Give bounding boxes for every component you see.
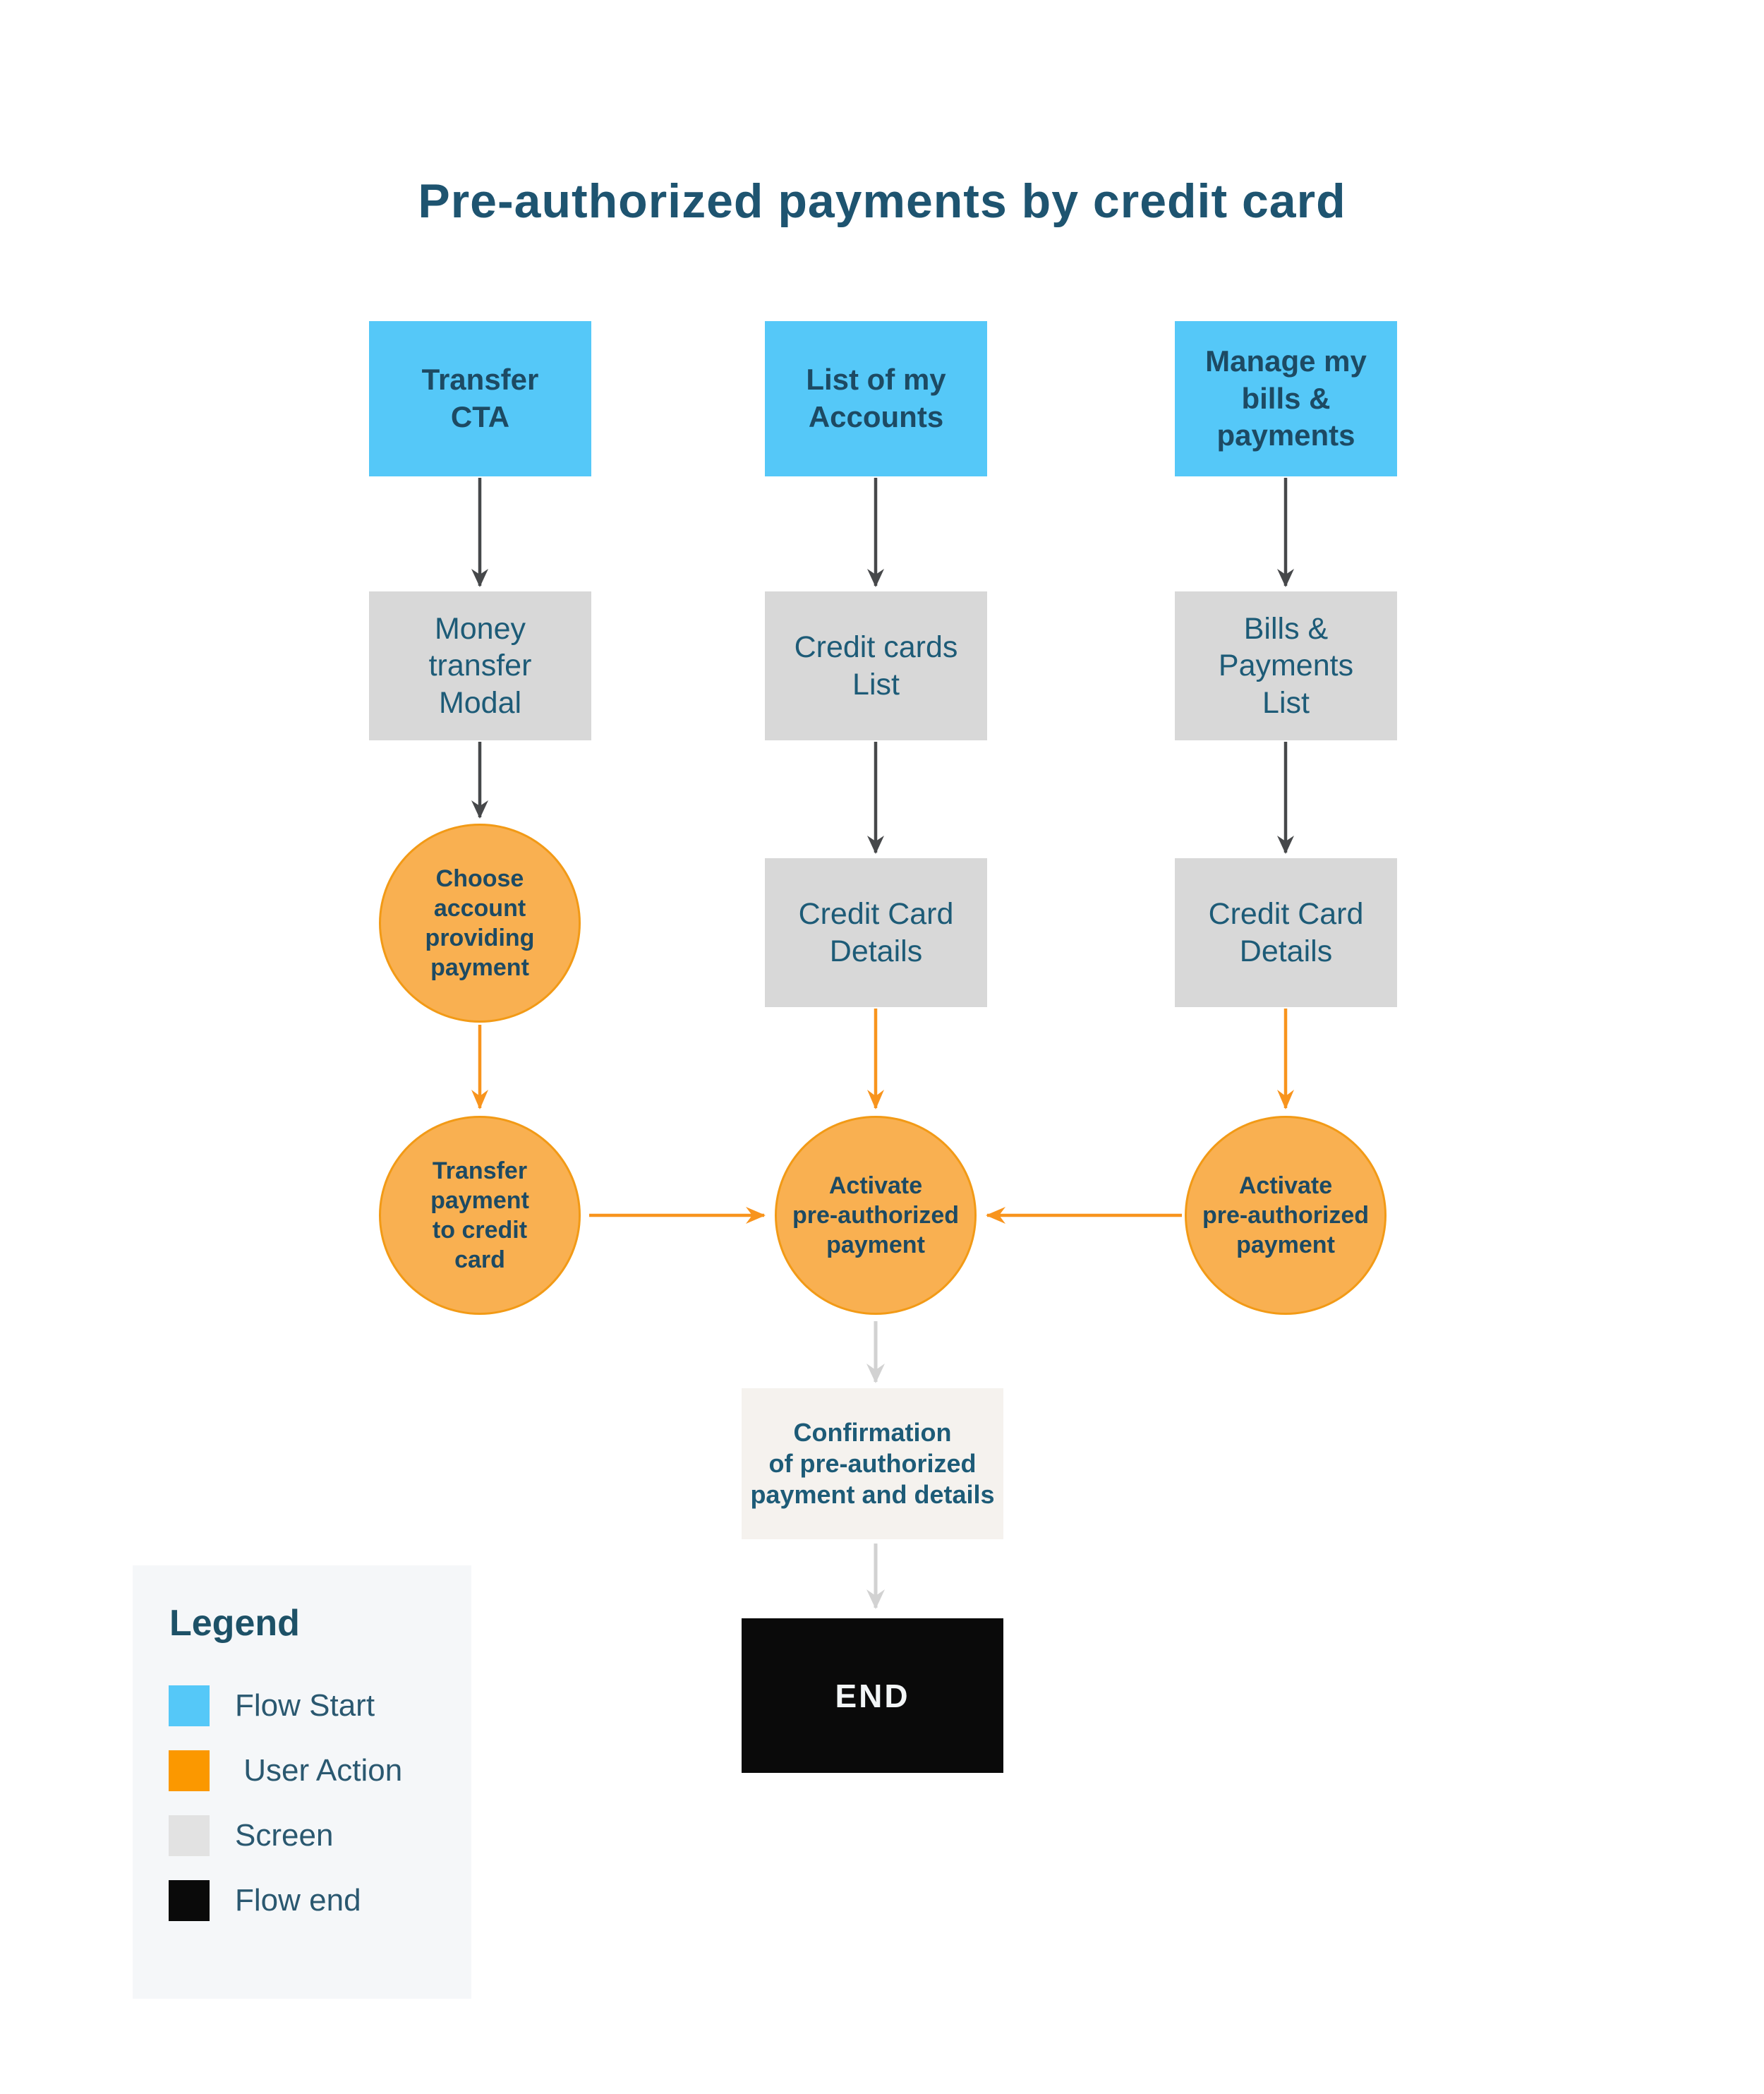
node-transfer-payment: Transfer payment to credit card — [379, 1116, 581, 1315]
legend-item-screen: Screen — [169, 1815, 333, 1856]
node-bills-payments-list: Bills & Payments List — [1175, 591, 1397, 740]
diagram-title: Pre-authorized payments by credit card — [418, 174, 1346, 228]
node-credit-cards-list: Credit cards List — [765, 591, 987, 740]
node-list-of-accounts: List of my Accounts — [765, 321, 987, 476]
legend-label-flow-start: Flow Start — [235, 1688, 375, 1723]
legend-label-user-action: User Action — [235, 1753, 403, 1788]
legend-item-flow-start: Flow Start — [169, 1685, 375, 1726]
node-manage-bills: Manage my bills & payments — [1175, 321, 1397, 476]
legend-label-flow-end: Flow end — [235, 1883, 361, 1918]
legend-panel: Legend Flow Start User Action Screen Flo… — [133, 1565, 471, 1999]
node-end: END — [742, 1618, 1003, 1773]
node-activate-preauth-center: Activate pre-authorized payment — [775, 1116, 977, 1315]
node-credit-card-details-1: Credit Card Details — [765, 858, 987, 1007]
legend-label-screen: Screen — [235, 1818, 334, 1853]
node-confirmation: Confirmation of pre-authorized payment a… — [742, 1388, 1003, 1539]
legend-swatch-user-action — [169, 1750, 210, 1791]
node-choose-account: Choose account providing payment — [379, 824, 581, 1023]
legend-swatch-screen — [169, 1815, 210, 1856]
legend-swatch-flow-start — [169, 1685, 210, 1726]
node-money-transfer-modal: Money transfer Modal — [369, 591, 591, 740]
node-credit-card-details-2: Credit Card Details — [1175, 858, 1397, 1007]
legend-item-flow-end: Flow end — [169, 1880, 361, 1921]
node-activate-preauth-right: Activate pre-authorized payment — [1185, 1116, 1387, 1315]
legend-item-user-action: User Action — [169, 1750, 402, 1791]
legend-title: Legend — [169, 1603, 300, 1644]
node-transfer-cta: Transfer CTA — [369, 321, 591, 476]
legend-swatch-flow-end — [169, 1880, 210, 1921]
